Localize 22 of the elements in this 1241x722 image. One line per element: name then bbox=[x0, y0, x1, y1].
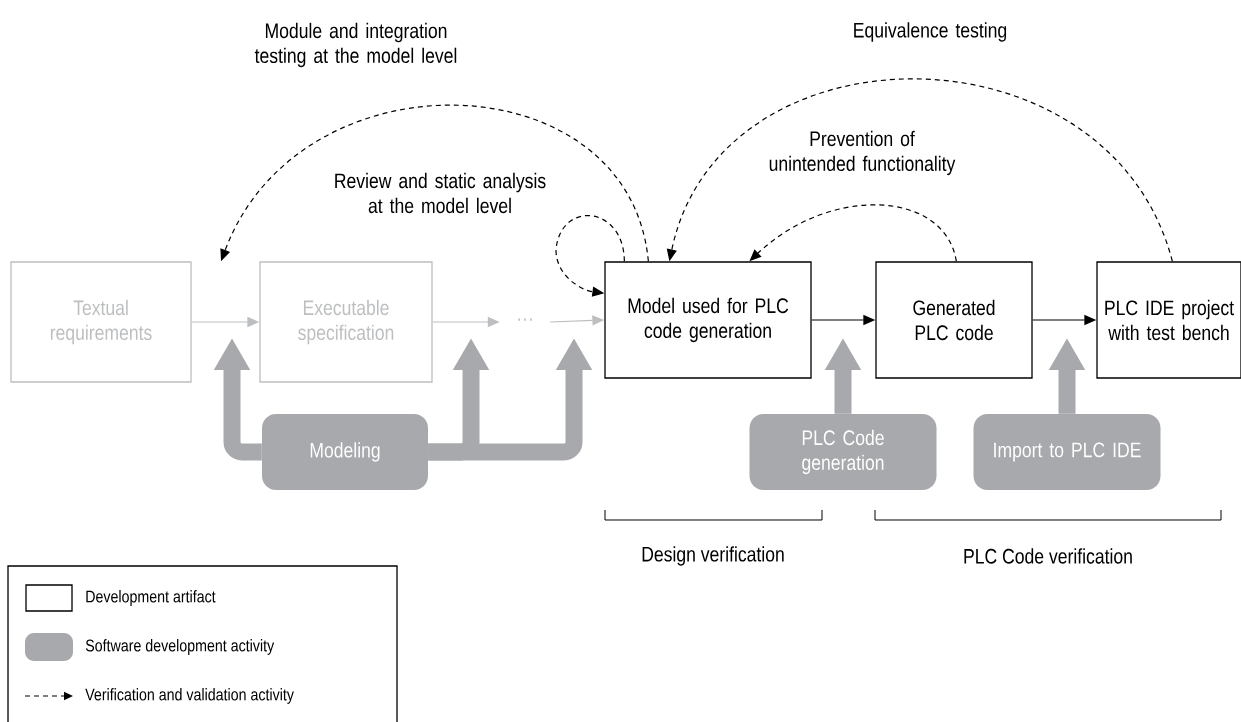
ellipsis: ··· bbox=[518, 318, 532, 321]
artifact-box: Executable specification bbox=[259, 261, 433, 383]
dashed-arrow bbox=[749, 204, 957, 262]
dashed-arrow bbox=[220, 104, 649, 262]
edge-label: Review and static analysis at the model level bbox=[335, 172, 546, 214]
section-label: PLC Code verification bbox=[964, 548, 1132, 564]
edge-label: Prevention of unintended functionality bbox=[769, 130, 956, 176]
dashed-arrow bbox=[555, 215, 625, 297]
dashed-arrow bbox=[666, 78, 1173, 262]
activity-box: Modeling bbox=[262, 414, 428, 490]
artifact-box: Generated PLC code bbox=[875, 261, 1033, 379]
legend-text: Development artifact bbox=[86, 590, 216, 606]
section-label: Design verification bbox=[642, 546, 784, 566]
legend-text: Verification and validation activity bbox=[85, 688, 294, 704]
artifact-box: Textual requirements bbox=[10, 261, 192, 383]
legend-text: Software development activity bbox=[85, 639, 275, 655]
artifact-box: Model used for PLC code generation bbox=[604, 261, 812, 379]
activity-box: PLC Code generation bbox=[749, 414, 937, 490]
edge-label: Module and integration testing at the model level bbox=[254, 22, 457, 68]
activity-box: Import to PLC IDE bbox=[973, 414, 1161, 490]
edge-label: Equivalence testing bbox=[854, 22, 1007, 42]
artifact-box: PLC IDE project with test bench bbox=[1096, 261, 1241, 379]
